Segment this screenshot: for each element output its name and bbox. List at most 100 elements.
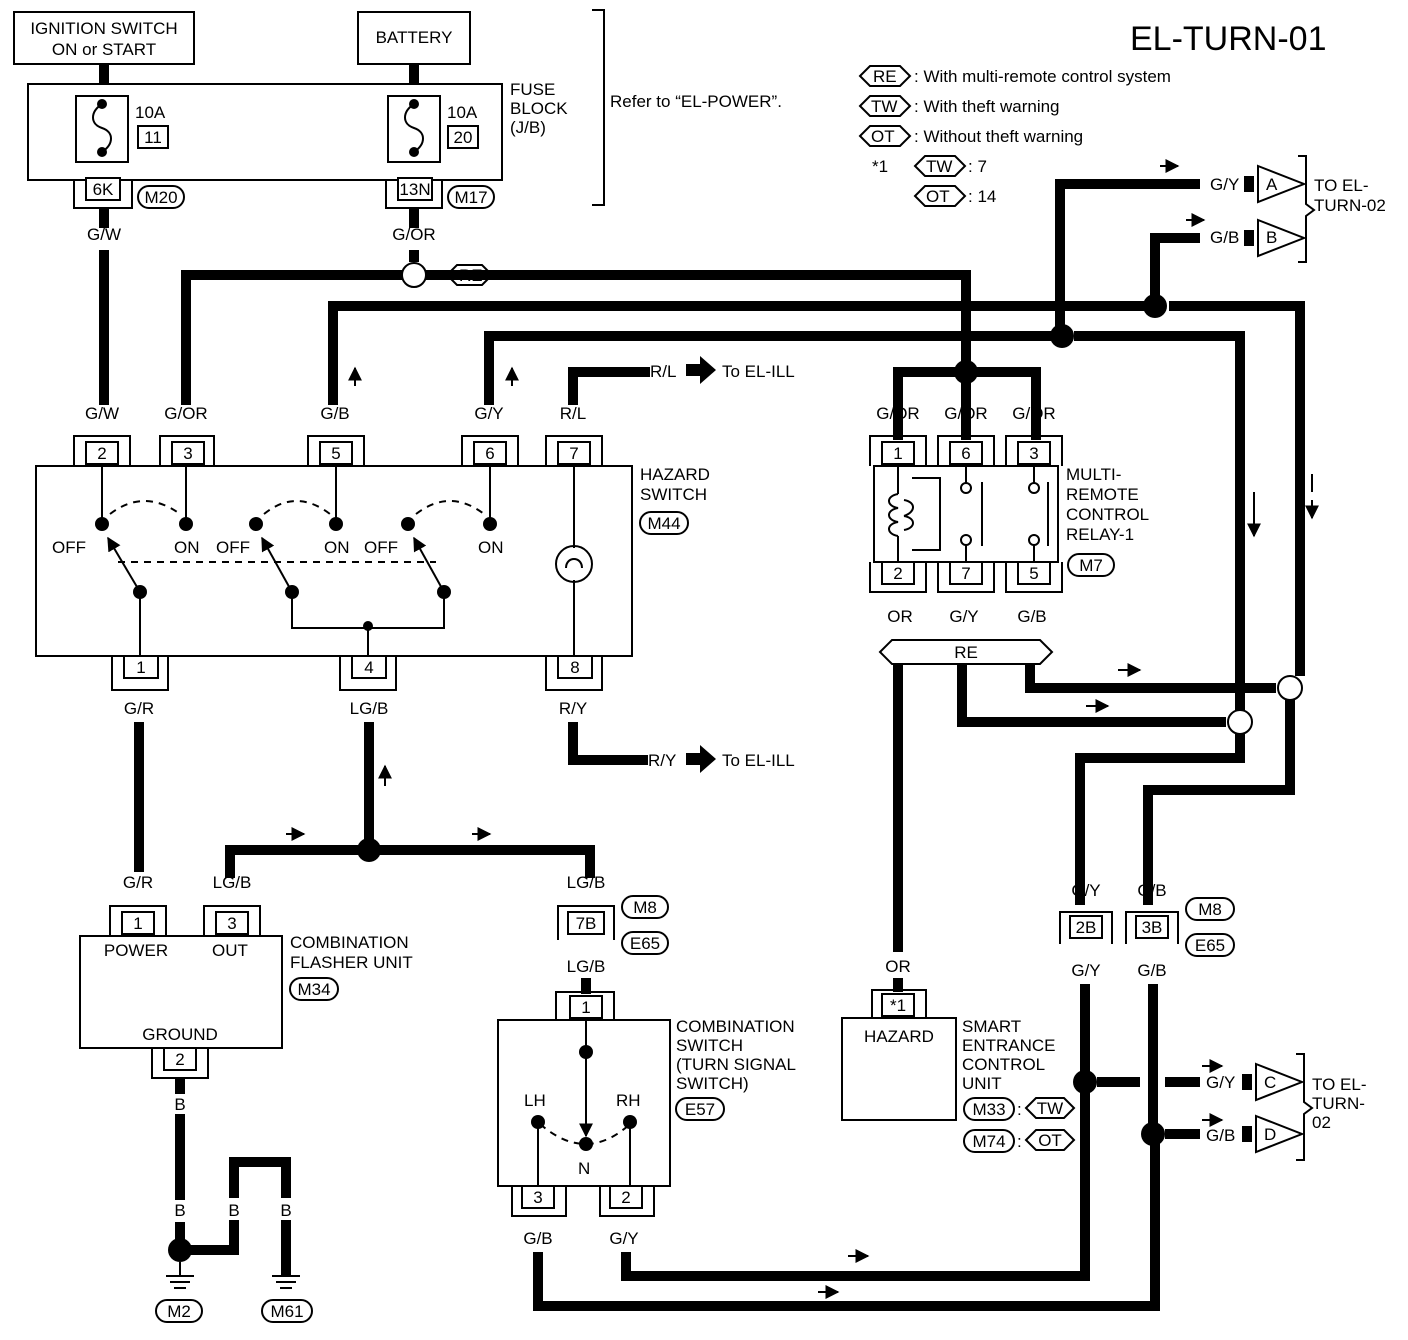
offpage-a: A: [1266, 175, 1278, 194]
svg-text:2: 2: [893, 564, 902, 583]
svg-text:LH: LH: [524, 1091, 546, 1110]
svg-text:3: 3: [183, 444, 192, 463]
svg-text:G/B: G/B: [1017, 607, 1046, 626]
svg-text:R/L: R/L: [560, 404, 586, 423]
svg-text:LG/B: LG/B: [350, 699, 389, 718]
legend-re-text: : With multi-remote control system: [914, 67, 1171, 86]
svg-text:1: 1: [893, 444, 902, 463]
svg-text:2: 2: [175, 1050, 184, 1069]
svg-text:UNIT: UNIT: [962, 1074, 1002, 1093]
svg-text:6: 6: [485, 444, 494, 463]
svg-text:2: 2: [97, 444, 106, 463]
svg-text:5: 5: [1029, 564, 1038, 583]
svg-text:OFF: OFF: [216, 538, 250, 557]
svg-text:TO EL-: TO EL-: [1314, 176, 1368, 195]
svg-text:IGNITION SWITCH: IGNITION SWITCH: [30, 19, 177, 38]
svg-text:G/Y: G/Y: [609, 1229, 638, 1248]
note-ot-value: : 14: [968, 187, 996, 206]
svg-text:RE: RE: [954, 643, 978, 662]
svg-text:E57: E57: [685, 1100, 715, 1119]
svg-text:E65: E65: [630, 934, 660, 953]
svg-text:R/Y: R/Y: [648, 751, 676, 770]
svg-text:COMBINATION: COMBINATION: [676, 1017, 795, 1036]
svg-text::: :: [1017, 1100, 1022, 1119]
svg-text:G/Y: G/Y: [1210, 175, 1239, 194]
svg-text:POWER: POWER: [104, 941, 168, 960]
svg-text:HAZARD: HAZARD: [864, 1027, 934, 1046]
svg-text:SWITCH: SWITCH: [640, 485, 707, 504]
svg-text:M74: M74: [972, 1132, 1005, 1151]
svg-text:BATTERY: BATTERY: [376, 28, 453, 47]
svg-text:ON: ON: [478, 538, 504, 557]
svg-text:G/OR: G/OR: [944, 404, 987, 423]
hazard-switch: G/W G/OR G/B G/Y R/L 2 3 5 6 7 HAZARD SW…: [35, 400, 710, 718]
svg-text:OR: OR: [887, 607, 913, 626]
svg-text:G/W: G/W: [85, 404, 119, 423]
legend-re-hex: [858, 65, 912, 87]
svg-text:TURN-02: TURN-02: [1314, 196, 1386, 215]
svg-text:6: 6: [961, 444, 970, 463]
svg-text:11: 11: [144, 128, 162, 147]
diagram-title: EL-TURN-01: [1130, 20, 1326, 58]
svg-text:3: 3: [1029, 444, 1038, 463]
svg-text::: :: [1017, 1132, 1022, 1151]
svg-text:02: 02: [1312, 1113, 1331, 1132]
svg-text:SWITCH): SWITCH): [676, 1074, 749, 1093]
svg-text:FUSE: FUSE: [510, 80, 555, 99]
svg-text:ON: ON: [174, 538, 200, 557]
fuse-block: FUSE BLOCK (J/B) Refer to “EL-POWER”. 10…: [27, 9, 782, 206]
svg-text:2B: 2B: [1076, 918, 1097, 937]
svg-text:10A: 10A: [447, 103, 478, 122]
svg-text:G/B: G/B: [1137, 961, 1166, 980]
svg-text:B: B: [280, 1201, 291, 1220]
svg-text:3B: 3B: [1142, 918, 1163, 937]
svg-text:CONTROL: CONTROL: [962, 1055, 1045, 1074]
svg-text:7: 7: [569, 444, 578, 463]
svg-text:FLASHER UNIT: FLASHER UNIT: [290, 953, 413, 972]
svg-text:1: 1: [133, 914, 142, 933]
svg-text:M34: M34: [297, 980, 330, 999]
svg-text:OUT: OUT: [212, 941, 248, 960]
legend-tw-text: : With theft warning: [914, 97, 1060, 116]
svg-text:OT: OT: [926, 187, 950, 206]
svg-text:G/OR: G/OR: [876, 404, 919, 423]
svg-text:G/OR: G/OR: [1012, 404, 1055, 423]
svg-text:TO EL-: TO EL-: [1312, 1075, 1366, 1094]
svg-text:G/OR: G/OR: [164, 404, 207, 423]
svg-text:4: 4: [364, 658, 373, 677]
svg-text:G/Y: G/Y: [1071, 961, 1100, 980]
svg-text:ON or START: ON or START: [52, 40, 156, 59]
svg-text:TURN-: TURN-: [1312, 1094, 1365, 1113]
ground-circuit: B B B B M2 M61: [155, 1078, 313, 1323]
svg-text:LG/B: LG/B: [213, 873, 252, 892]
connector-13n: 13N M17: [385, 177, 495, 209]
svg-text:CONTROL: CONTROL: [1066, 505, 1149, 524]
re-splice: [401, 262, 427, 288]
svg-text:(TURN SIGNAL: (TURN SIGNAL: [676, 1055, 796, 1074]
fuse-11: 10A 11: [75, 95, 169, 163]
svg-text:M44: M44: [647, 514, 680, 533]
svg-text:G/R: G/R: [124, 699, 154, 718]
svg-text:M8: M8: [1198, 900, 1222, 919]
svg-text:3: 3: [533, 1188, 542, 1207]
svg-text:3: 3: [227, 914, 236, 933]
svg-text:TW: TW: [926, 157, 952, 176]
svg-text:ENTRANCE: ENTRANCE: [962, 1036, 1056, 1055]
svg-text:N: N: [578, 1159, 590, 1178]
svg-text:M17: M17: [454, 188, 487, 207]
svg-text:*1: *1: [890, 996, 906, 1015]
svg-text:GROUND: GROUND: [142, 1025, 218, 1044]
svg-text:SMART: SMART: [962, 1017, 1021, 1036]
svg-text:G/B: G/B: [1210, 228, 1239, 247]
legend-ot-text: : Without theft warning: [914, 127, 1083, 146]
svg-text:TW: TW: [1037, 1099, 1063, 1118]
joint-connectors-2b-3b: G/Y G/B 2B 3B M8 E65 G/Y G/B: [1059, 881, 1235, 980]
svg-text:B: B: [228, 1201, 239, 1220]
svg-text:To EL-ILL: To EL-ILL: [722, 362, 795, 381]
multi-remote-control-relay: G/OR G/OR G/OR 1 6 3 2 7 5 MULTI-: [869, 404, 1149, 665]
combination-switch: LG/B 7B M8 E65 LG/B 1 LH RH N COMBINATIO…: [497, 873, 796, 1248]
svg-text:LG/B: LG/B: [567, 873, 606, 892]
smart-entrance-control-unit: OR *1 HAZARD SMART ENTRANCE CONTROL UNIT…: [841, 957, 1076, 1153]
legend-ot-tag: OT: [871, 127, 895, 146]
svg-text:G/B: G/B: [320, 404, 349, 423]
